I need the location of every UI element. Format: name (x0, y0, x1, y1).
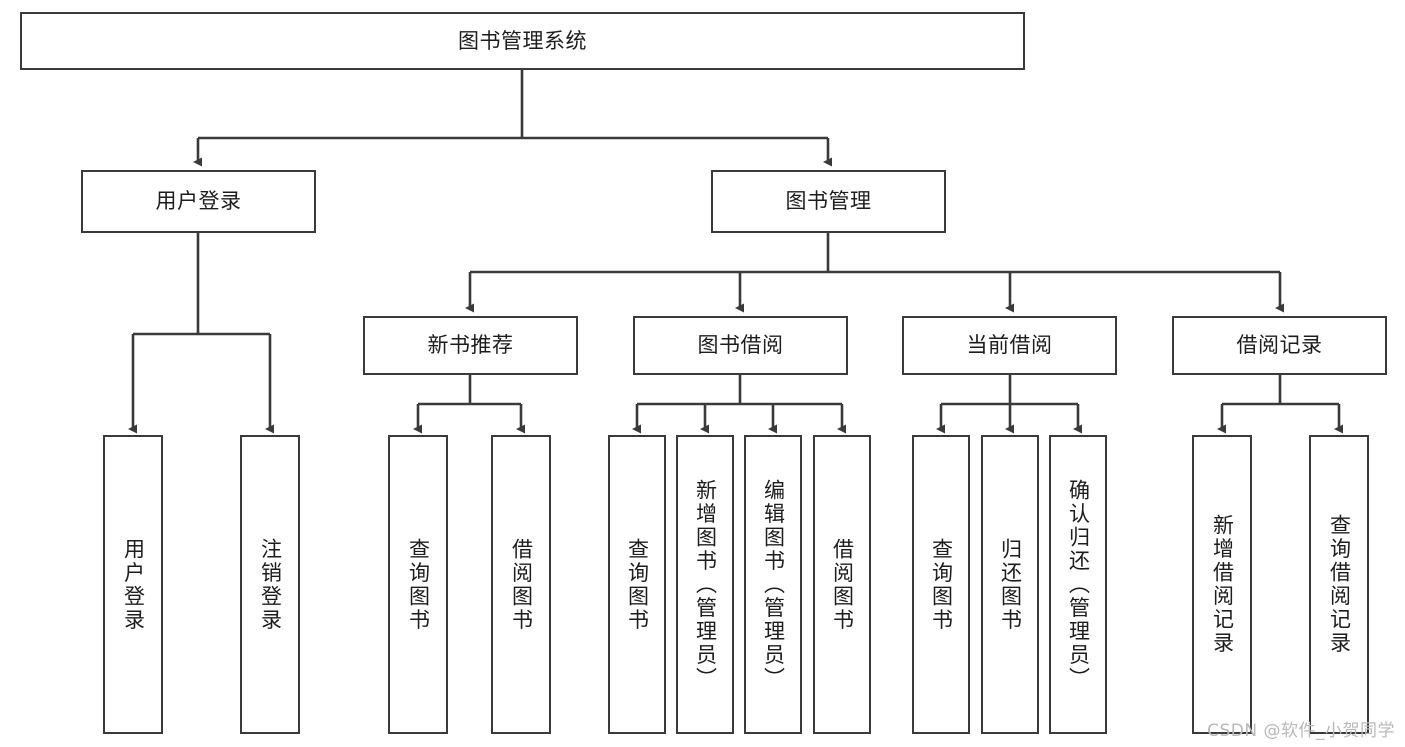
node-label: 借阅记录 (1236, 333, 1323, 358)
leaf-book-borrow-borrow-book[interactable]: 借阅图书 (813, 435, 871, 734)
node-label: 图书管理系统 (458, 28, 587, 53)
node-label: 借阅图书 (830, 537, 855, 632)
node-label: 归还图书 (998, 537, 1023, 632)
node-book-management[interactable]: 图书管理 (711, 170, 946, 233)
leaf-borrow-record-query-record[interactable]: 查询借阅记录 (1309, 435, 1369, 734)
node-label: 注销登录 (258, 537, 283, 632)
node-label: 查询图书 (406, 537, 431, 632)
leaf-current-borrow-return-book[interactable]: 归还图书 (981, 435, 1039, 734)
node-label: 借阅图书 (509, 537, 534, 632)
node-label: 编辑图书（管理员） (761, 478, 786, 691)
leaf-book-borrow-edit-book-admin[interactable]: 编辑图书（管理员） (744, 435, 802, 734)
watermark: CSDN @软件_小贺同学 (1207, 721, 1395, 741)
node-root-book-management-system[interactable]: 图书管理系统 (20, 12, 1025, 70)
node-new-book-recommend[interactable]: 新书推荐 (363, 316, 578, 375)
leaf-new-book-query-book[interactable]: 查询图书 (388, 435, 448, 734)
leaf-user-login-logout[interactable]: 注销登录 (240, 435, 300, 734)
node-label: 图书管理 (785, 189, 872, 214)
node-label: 查询图书 (929, 537, 954, 632)
node-current-borrow[interactable]: 当前借阅 (902, 316, 1117, 375)
leaf-current-borrow-confirm-return-admin[interactable]: 确认归还（管理员） (1049, 435, 1107, 734)
leaf-new-book-borrow-book[interactable]: 借阅图书 (491, 435, 551, 734)
leaf-user-login-login[interactable]: 用户登录 (103, 435, 163, 734)
leaf-current-borrow-query-book[interactable]: 查询图书 (912, 435, 970, 734)
node-label: 图书借阅 (697, 333, 784, 358)
node-label: 查询借阅记录 (1327, 514, 1352, 655)
node-label: 新增图书（管理员） (693, 478, 718, 691)
node-label: 查询图书 (625, 537, 650, 632)
node-label: 确认归还（管理员） (1066, 478, 1091, 691)
node-label: 用户登录 (121, 537, 146, 632)
node-label: 当前借阅 (966, 333, 1053, 358)
leaf-book-borrow-add-book-admin[interactable]: 新增图书（管理员） (676, 435, 734, 734)
node-borrow-record[interactable]: 借阅记录 (1172, 316, 1387, 375)
leaf-borrow-record-add-record[interactable]: 新增借阅记录 (1192, 435, 1252, 734)
leaf-book-borrow-query-book[interactable]: 查询图书 (608, 435, 666, 734)
node-label: 新增借阅记录 (1210, 514, 1235, 655)
node-user-login[interactable]: 用户登录 (81, 170, 316, 233)
node-book-borrow[interactable]: 图书借阅 (633, 316, 848, 375)
node-label: 用户登录 (155, 189, 242, 214)
node-label: 新书推荐 (427, 333, 514, 358)
